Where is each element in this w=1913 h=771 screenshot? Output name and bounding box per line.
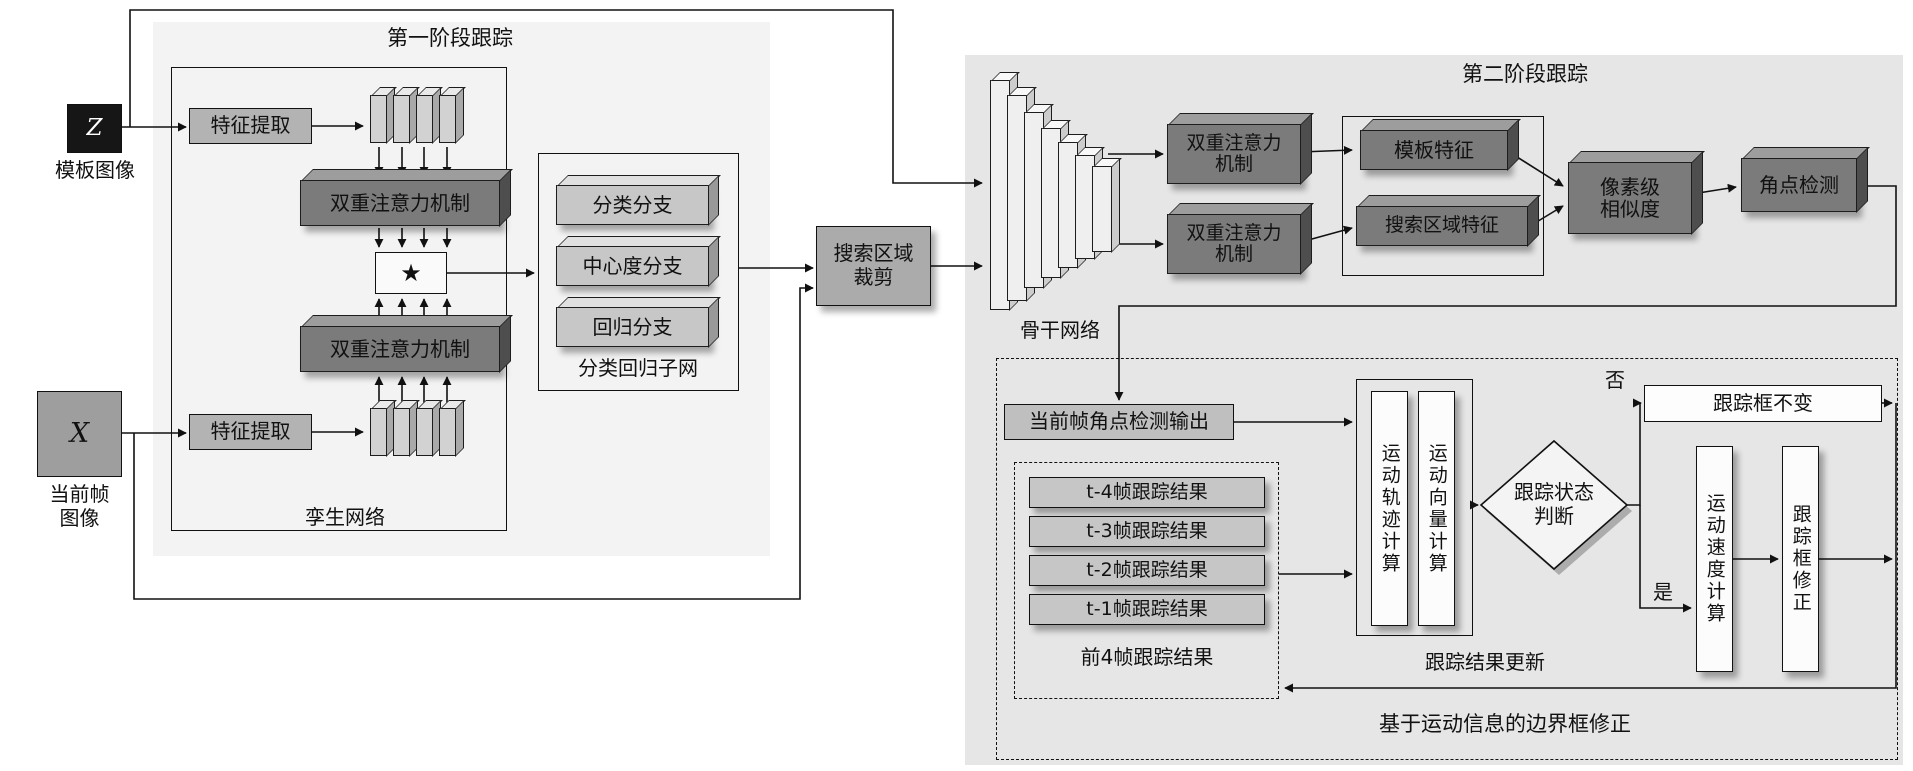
dual-attention-bottom: 双重注意力机制 [300,326,500,372]
feature-cube [370,95,387,143]
vector-calc-label: 运动向量计算 [1425,442,1448,575]
velocity-calc-label: 运动速度计算 [1703,493,1726,625]
dual-attention-s2-top: 双重注意力 机制 [1167,124,1301,184]
current-frame-input: X [37,391,122,477]
backbone-label: 骨干网络 [1020,318,1100,342]
search-region-crop: 搜索区域 裁剪 [816,226,931,306]
feature-extraction-bottom: 特征提取 [189,414,312,450]
centerness-branch: 中心度分支 [556,246,709,286]
dual-attention-s2-top-line1: 双重注意力 [1186,131,1282,154]
box-unchanged: 跟踪框不变 [1644,385,1882,422]
search-region-features: 搜索区域特征 [1356,206,1528,246]
current-frame-label: 当前帧 图像 [17,482,142,530]
feature-cube [416,95,433,143]
feature-cube [439,408,456,456]
correlation-star: ★ [375,252,447,294]
stage1-title: 第一阶段跟踪 [387,26,513,50]
decision-line1: 跟踪状态 [1514,480,1594,504]
template-image-label: 模板图像 [55,158,135,182]
trajectory-calc-label: 运动轨迹计算 [1378,442,1401,575]
history-item: t-1帧跟踪结果 [1029,594,1265,625]
feature-cube [393,95,410,143]
no-label: 否 [1605,368,1625,392]
decision-line2: 判断 [1534,504,1574,528]
search-region-crop-line2: 裁剪 [853,265,894,289]
current-frame-label-line2: 图像 [59,506,100,530]
update-label: 跟踪结果更新 [1425,650,1545,674]
dual-attention-s2-bottom-line2: 机制 [1214,243,1253,265]
feature-cube [439,95,456,143]
siamese-network-label: 孪生网络 [305,505,385,529]
decision-diamond-label: 跟踪状态 判断 [1494,480,1614,528]
corner-output-box: 当前帧角点检测输出 [1004,404,1234,440]
template-image-input: Z [67,104,122,153]
backbone-layer [1092,166,1112,252]
dual-attention-top: 双重注意力机制 [300,180,500,226]
box-correct: 跟踪框修正 [1782,446,1819,672]
dual-attention-s2-bottom: 双重注意力 机制 [1167,214,1301,274]
template-features: 模板特征 [1360,130,1508,170]
velocity-calc: 运动速度计算 [1696,446,1733,672]
history-label: 前4帧跟踪结果 [1080,645,1214,669]
pixel-similarity-line1: 像素级 [1600,174,1660,199]
motion-correction-title: 基于运动信息的边界框修正 [1379,712,1631,736]
dual-attention-s2-bottom-line1: 双重注意力 [1186,221,1282,244]
stage2-title: 第二阶段跟踪 [1462,62,1588,86]
feature-cube [370,408,387,456]
feature-extraction-top: 特征提取 [189,108,312,144]
vector-calc: 运动向量计算 [1418,391,1455,626]
history-item: t-2帧跟踪结果 [1029,555,1265,586]
regression-branch: 回归分支 [556,307,709,347]
box-correct-label: 跟踪框修正 [1789,504,1812,614]
search-region-crop-line1: 搜索区域 [833,241,914,266]
history-item: t-4帧跟踪结果 [1029,477,1265,508]
cls-reg-subnet-label: 分类回归子网 [578,356,698,380]
classification-branch: 分类分支 [556,185,709,225]
feature-cube [416,408,433,456]
pixel-similarity: 像素级 相似度 [1568,162,1692,234]
dual-attention-s2-top-line2: 机制 [1214,153,1253,175]
corner-detection: 角点检测 [1741,158,1857,212]
current-frame-label-line1: 当前帧 [49,482,110,506]
pixel-similarity-line2: 相似度 [1600,197,1660,221]
trajectory-calc: 运动轨迹计算 [1371,391,1408,626]
history-item: t-3帧跟踪结果 [1029,516,1265,547]
history-box [1014,462,1279,699]
feature-cube [393,408,410,456]
yes-label: 是 [1653,580,1673,604]
